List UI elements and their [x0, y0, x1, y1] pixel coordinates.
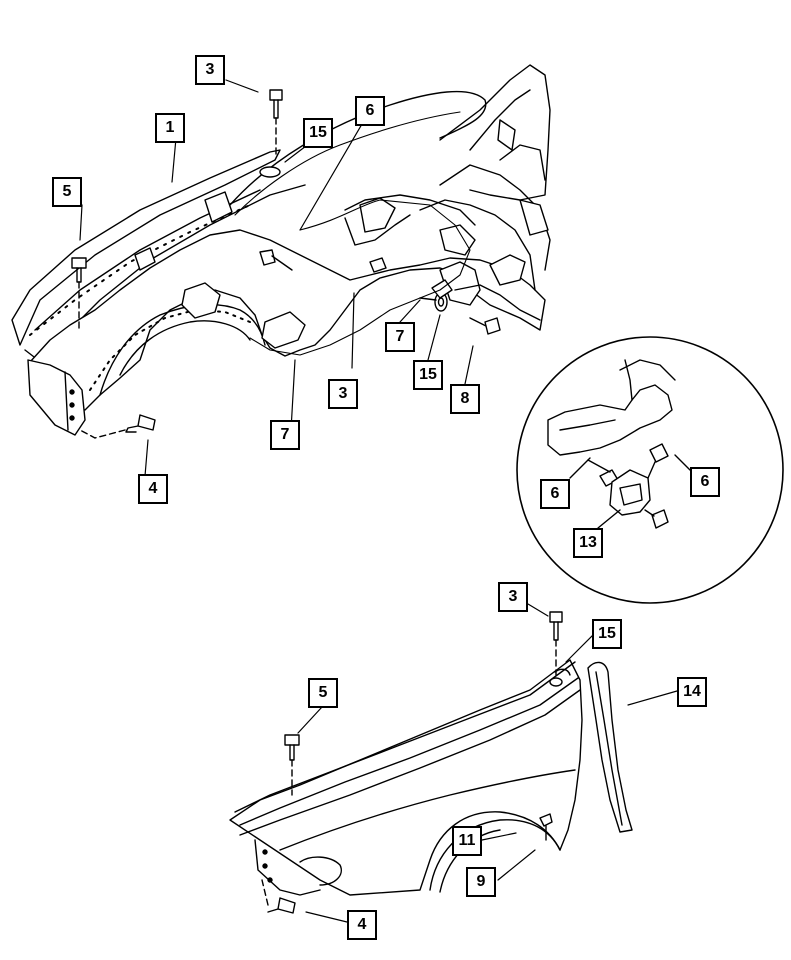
leader-lines-top: [79, 79, 474, 477]
callout-6-top: 6: [355, 96, 385, 126]
callout-7-right: 7: [385, 322, 415, 352]
callout-11: 11: [452, 826, 482, 856]
callout-8: 8: [450, 384, 480, 414]
callout-14: 14: [677, 677, 707, 707]
callout-3-middle: 3: [328, 379, 358, 409]
callout-4-top: 4: [138, 474, 168, 504]
detail-circle: [516, 336, 784, 604]
callout-9: 9: [466, 867, 496, 897]
callout-6-detail-left: 6: [540, 479, 570, 509]
callout-7-bottom: 7: [270, 420, 300, 450]
engine-compartment: [344, 64, 551, 321]
callout-3-top: 3: [195, 55, 225, 85]
callout-15-right: 15: [413, 360, 443, 390]
callout-15-bottom: 15: [592, 619, 622, 649]
insulator-outline: [234, 111, 471, 356]
callout-1: 1: [155, 113, 185, 143]
outer-fender: [229, 611, 633, 914]
callout-5-bottom: 5: [308, 678, 338, 708]
callout-4-bottom: 4: [347, 910, 377, 940]
callout-15-top: 15: [303, 118, 333, 148]
inner-fender-assembly: [11, 90, 546, 436]
leader-lines-bottom: [297, 603, 678, 923]
callout-3-bottom: 3: [498, 582, 528, 612]
callout-5-top: 5: [52, 177, 82, 207]
callout-13: 13: [573, 528, 603, 558]
callout-6-detail-right: 6: [690, 467, 720, 497]
